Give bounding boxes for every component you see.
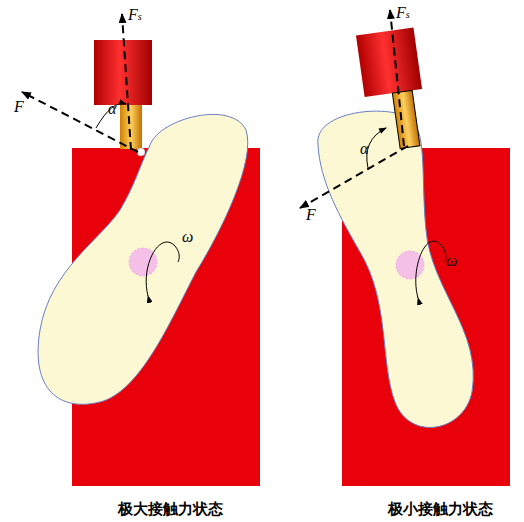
force-label: F bbox=[306, 206, 316, 224]
force-f-arrow bbox=[300, 146, 408, 208]
force-label: Fs bbox=[396, 4, 410, 22]
angle-label: α bbox=[108, 100, 116, 118]
shoe-sole bbox=[38, 114, 248, 404]
angle-arc bbox=[367, 128, 386, 168]
shoe-sole bbox=[318, 111, 474, 427]
force-fs-arrow bbox=[122, 14, 131, 150]
angle-label: α bbox=[360, 140, 368, 158]
caption: 极小接触力状态 bbox=[388, 500, 493, 519]
force-f-arrow bbox=[22, 92, 138, 152]
force-label: Fs bbox=[128, 6, 142, 24]
rotation-arrow bbox=[416, 241, 446, 298]
tool-cylinder bbox=[356, 28, 422, 97]
force-label: F bbox=[14, 98, 24, 116]
tool-cylinder bbox=[94, 40, 152, 105]
angle-label: ω bbox=[446, 252, 457, 270]
tool-shaft bbox=[392, 90, 420, 148]
rotation-arrow bbox=[146, 242, 179, 296]
force-fs-arrow bbox=[390, 10, 404, 146]
angle-label: ω bbox=[182, 228, 193, 246]
caption: 极大接触力状态 bbox=[118, 500, 223, 519]
rotation-center bbox=[396, 251, 424, 279]
contact-point bbox=[137, 148, 145, 156]
rotation-center bbox=[129, 248, 157, 276]
